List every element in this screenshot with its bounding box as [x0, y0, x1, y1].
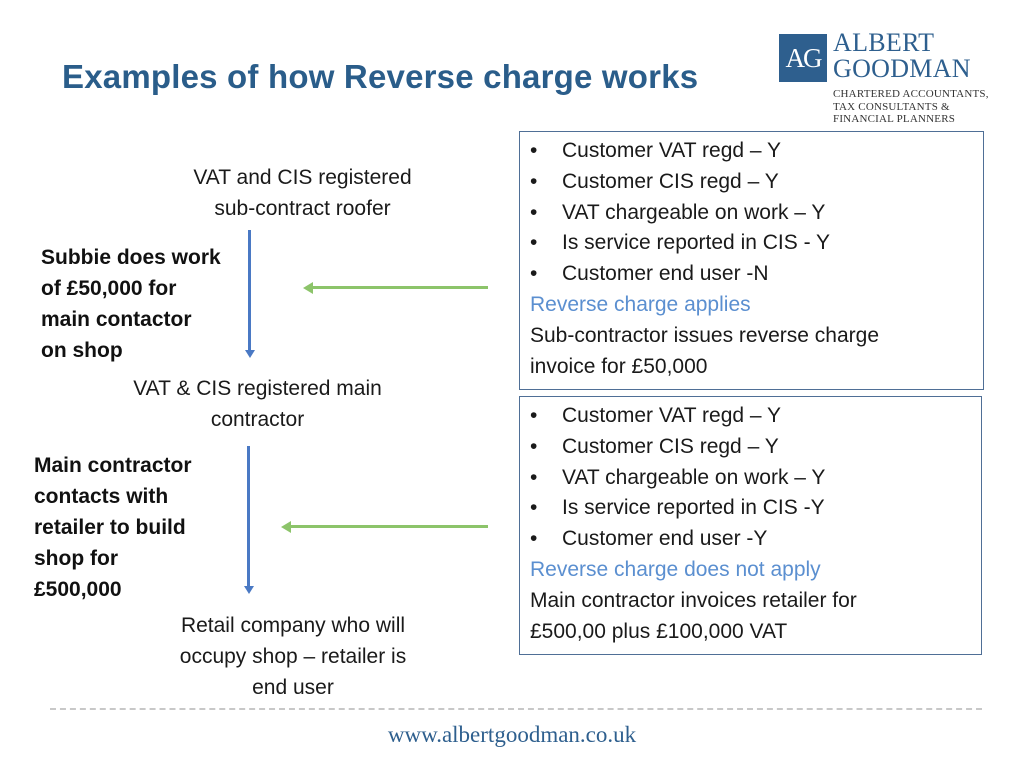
logo-name: ALBERT GOODMAN [833, 30, 971, 82]
retailer-line3: end user [252, 676, 334, 699]
box2-criteria-list: Customer VAT regd – Y Customer CIS regd … [530, 401, 971, 555]
box2-bullet-3: VAT chargeable on work – Y [530, 463, 971, 494]
box2-bullet-1: Customer VAT regd – Y [530, 401, 971, 432]
main-contractor-work-line3: retailer to build [34, 516, 186, 539]
green-arrow-2 [290, 525, 488, 528]
logo-mark: AG [779, 34, 827, 82]
slide-title: Examples of how Reverse charge works [62, 58, 699, 95]
reverse-charge-not-applies-box: Customer VAT regd – Y Customer CIS regd … [519, 396, 982, 655]
green-arrow-1-head [303, 281, 313, 294]
roofer-label: VAT and CIS registered sub-contract roof… [160, 162, 445, 224]
box1-outcome: Reverse charge applies [530, 292, 751, 316]
footer-website: www.albertgoodman.co.uk [387, 722, 637, 747]
main-contractor-work-line5: £500,000 [34, 578, 122, 601]
reverse-charge-applies-box: Customer VAT regd – Y Customer CIS regd … [519, 131, 984, 390]
roofer-label-line1: VAT and CIS registered [193, 166, 412, 189]
box2-note-line2: £500,00 plus £100,000 VAT [530, 619, 788, 643]
logo-tagline-line3: FINANCIAL PLANNERS [833, 113, 956, 125]
box2-bullet-4: Is service reported in CIS -Y [530, 493, 971, 524]
main-contractor-label: VAT & CIS registered main contractor [110, 373, 405, 435]
flow-arrow-down-1-head [244, 350, 255, 358]
main-contractor-line2: contractor [210, 408, 305, 431]
retailer-label: Retail company who will occupy shop – re… [152, 610, 434, 703]
box1-note-line2: invoice for £50,000 [530, 354, 708, 378]
box2-bullet-2: Customer CIS regd – Y [530, 432, 971, 463]
roofer-label-line2: sub-contract roofer [214, 197, 391, 220]
logo-name-line2: GOODMAN [833, 54, 971, 83]
logo-tagline: CHARTERED ACCOUNTANTS, TAX CONSULTANTS &… [833, 88, 989, 126]
box1-bullet-5: Customer end user -N [530, 259, 973, 290]
subbie-work-line1: Subbie does work [41, 246, 221, 269]
logo-name-line1: ALBERT [833, 28, 935, 57]
retailer-line2: occupy shop – retailer is [179, 645, 407, 668]
flow-arrow-down-2-head [243, 586, 254, 594]
subbie-work-line2: of £50,000 for [41, 277, 177, 300]
main-contractor-work-line4: shop for [34, 547, 118, 570]
subbie-work-line4: on shop [41, 339, 123, 362]
box1-bullet-1: Customer VAT regd – Y [530, 136, 973, 167]
box1-criteria-list: Customer VAT regd – Y Customer CIS regd … [530, 136, 973, 290]
logo-tagline-line1: CHARTERED ACCOUNTANTS, [833, 88, 989, 100]
main-contractor-work-label: Main contractor contacts with retailer t… [34, 450, 192, 605]
box1-bullet-2: Customer CIS regd – Y [530, 167, 973, 198]
box1-bullet-3: VAT chargeable on work – Y [530, 198, 973, 229]
flow-arrow-down-2 [247, 446, 250, 588]
green-arrow-2-head [281, 520, 291, 533]
company-logo: AG ALBERT GOODMAN CHARTERED ACCOUNTANTS,… [779, 30, 999, 130]
box1-bullet-4: Is service reported in CIS - Y [530, 228, 973, 259]
flow-arrow-down-1 [248, 230, 251, 352]
footer-divider [50, 708, 982, 710]
box1-note-line1: Sub-contractor issues reverse charge [530, 323, 879, 347]
main-contractor-line1: VAT & CIS registered main [133, 377, 382, 400]
box2-note-line1: Main contractor invoices retailer for [530, 588, 857, 612]
green-arrow-1 [312, 286, 488, 289]
box2-bullet-5: Customer end user -Y [530, 524, 971, 555]
subbie-work-label: Subbie does work of £50,000 for main con… [41, 242, 221, 366]
main-contractor-work-line2: contacts with [34, 485, 169, 508]
logo-tagline-line2: TAX CONSULTANTS & [833, 100, 950, 113]
main-contractor-work-line1: Main contractor [34, 454, 192, 477]
subbie-work-line3: main contactor [41, 308, 192, 331]
retailer-line1: Retail company who will [180, 614, 406, 637]
box2-outcome: Reverse charge does not apply [530, 557, 821, 581]
